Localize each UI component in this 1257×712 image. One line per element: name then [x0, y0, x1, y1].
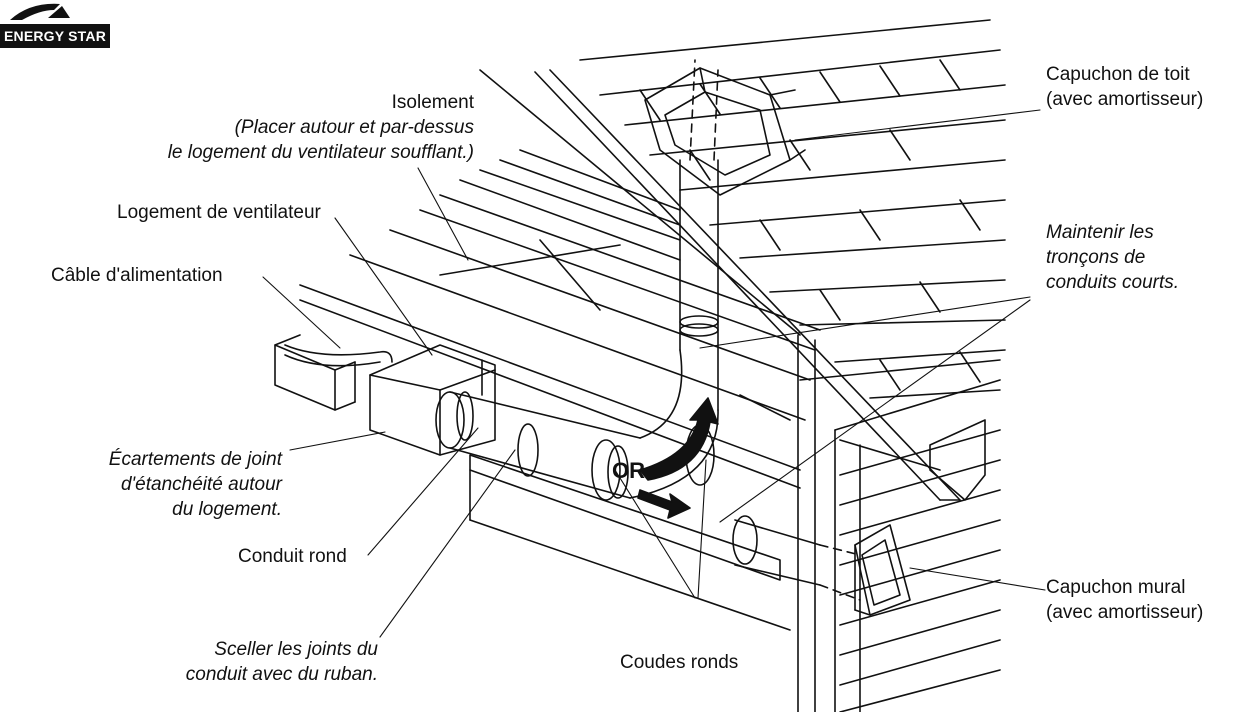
gasket-label: Écartements de joint d'étanchéité autour…	[0, 447, 282, 522]
keep-short-line-1: Maintenir les	[1046, 222, 1154, 243]
seal-line-2: conduit avec du ruban.	[185, 664, 378, 685]
gasket-line-1: Écartements de joint	[108, 449, 282, 470]
insulation-note-line-2: le logement du ventilateur soufflant.)	[167, 142, 474, 163]
roof	[534, 19, 1006, 501]
airflow-arrows	[637, 397, 719, 519]
attic-rafters	[299, 69, 821, 489]
joist-beam	[274, 334, 356, 411]
round-duct-label: Conduit rond	[238, 546, 347, 567]
roof-cap	[644, 67, 806, 196]
energy-star-logo: ENERGY STAR	[0, 0, 110, 48]
or-label: OR	[612, 458, 645, 483]
insulation-note-line-1: (Placer autour et par-dessus	[234, 117, 474, 138]
keep-short-label: Maintenir les tronçons de conduits court…	[1046, 220, 1179, 295]
power-cable-label: Câble d'alimentation	[51, 265, 223, 286]
energy-star-text: ENERGY STAR	[0, 24, 110, 48]
seal-line-1: Sceller les joints du	[214, 639, 378, 660]
roof-cap-line-1: Capuchon de toit	[1046, 64, 1190, 85]
leader-lines	[262, 109, 1046, 638]
seal-joints-label: Sceller les joints du conduit avec du ru…	[0, 637, 378, 687]
gasket-line-2: d'étanchéité autour	[120, 474, 282, 495]
insulation-label: Isolement (Placer autour et par-dessus l…	[0, 90, 474, 165]
insulation-title: Isolement	[391, 92, 474, 113]
round-elbows-label: Coudes ronds	[620, 652, 739, 673]
exterior-wall	[797, 334, 1001, 712]
roof-cap-label: Capuchon de toit (avec amortisseur)	[1046, 62, 1203, 112]
wall-cap-label: Capuchon mural (avec amortisseur)	[1046, 575, 1203, 625]
fan-housing-label: Logement de ventilateur	[117, 202, 321, 223]
wall-cap	[854, 524, 911, 616]
round-duct-horizontal	[435, 391, 641, 501]
wall-cap-line-2: (avec amortisseur)	[1046, 602, 1204, 623]
gasket-line-3: du logement.	[172, 499, 282, 520]
wall-cap-line-1: Capuchon mural	[1046, 577, 1186, 598]
roof-cap-line-2: (avec amortisseur)	[1046, 89, 1204, 110]
energy-star-mark-icon	[0, 0, 110, 22]
keep-short-line-2: tronçons de	[1046, 247, 1146, 268]
power-cable	[284, 344, 393, 367]
keep-short-line-3: conduits courts.	[1046, 272, 1180, 293]
fan-housing	[369, 344, 496, 456]
duct-to-wall	[732, 515, 861, 601]
